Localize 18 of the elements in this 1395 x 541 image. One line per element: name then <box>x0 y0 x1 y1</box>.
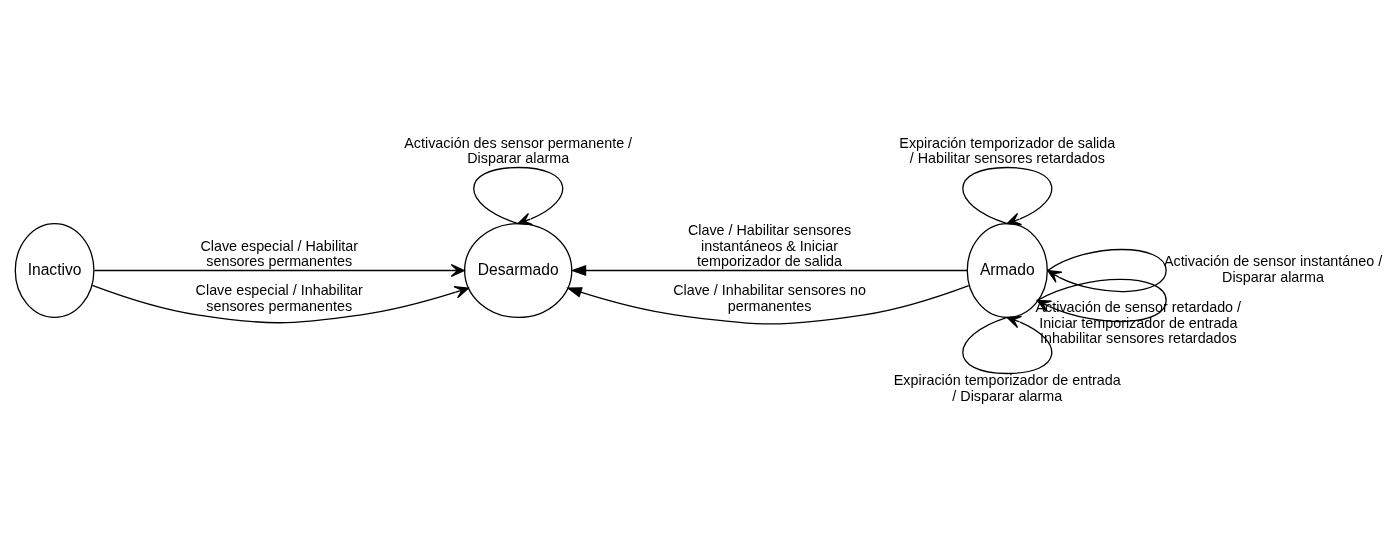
arrow <box>91 284 469 324</box>
arrow <box>566 284 970 325</box>
arrow <box>962 315 1053 375</box>
node-ellipse: Desarmado <box>464 222 573 319</box>
edge-label: Expiración temporizador de entrada / Disparar alarma <box>893 371 1121 404</box>
edge-label: Activación des sensor permanente / Disparar alarma <box>404 134 633 167</box>
arrow <box>570 265 968 276</box>
edge-label: Expiración temporizador de salida / Habilitar sensores retardados <box>899 134 1116 167</box>
edge-label: Clave especial / Inhabilitar sensores permanentes <box>195 282 363 314</box>
arrow <box>962 166 1053 226</box>
edge-label: Clave / Inhabilitar sensores no permanentes <box>673 282 866 314</box>
arrow <box>93 264 465 277</box>
edge-label: Activación de sensor instantáneo / Disparar alarma <box>1163 253 1383 285</box>
edge-label: Clave especial / Habilitar sensores permanentes <box>200 237 359 270</box>
arrow <box>473 166 564 226</box>
edge-label: Clave / Habilitar sensores instantáneos & Iniciar temporizador de salida <box>687 222 852 270</box>
arrow <box>1047 248 1167 293</box>
node-ellipse: Inactivo <box>14 222 95 319</box>
